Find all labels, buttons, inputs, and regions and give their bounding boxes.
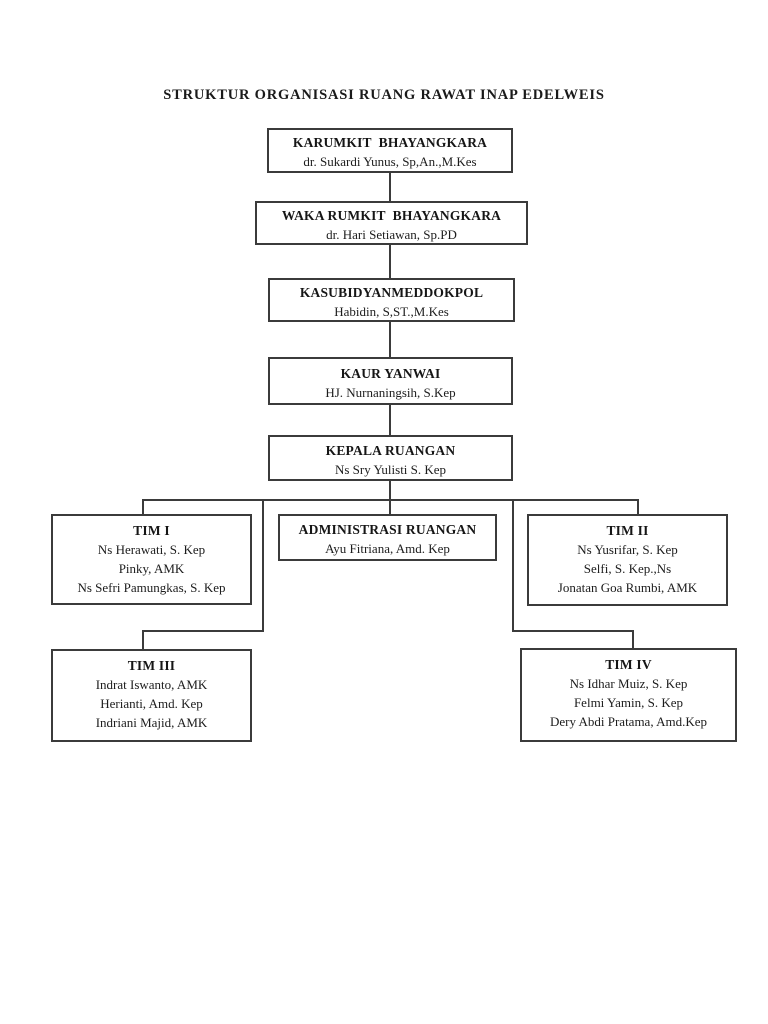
org-box-waka-rumkit: WAKA RUMKIT BHAYANGKARA dr. Hari Setiawa… (255, 201, 528, 245)
org-box-member: Indrat Iswanto, AMK (95, 677, 208, 692)
org-box-member: dr. Sukardi Yunus, Sp,An.,M.Kes (303, 154, 477, 169)
org-box-kaur-yanwai: KAUR YANWAI HJ. Nurnaningsih, S.Kep (268, 357, 513, 405)
org-box-member: Jonatan Goa Rumbi, AMK (557, 580, 698, 595)
page-title: STRUKTUR ORGANISASI RUANG RAWAT INAP EDE… (163, 87, 605, 103)
org-box-title: KAUR YANWAI (340, 366, 441, 381)
org-box-member: HJ. Nurnaningsih, S.Kep (325, 385, 456, 400)
org-box-member: Selfi, S. Kep.,Ns (583, 561, 672, 576)
org-box-member: Felmi Yamin, S. Kep (573, 695, 684, 710)
connector-kaur-kepala (389, 405, 391, 435)
org-box-title: ADMINISTRASI RUANGAN (298, 522, 477, 537)
org-box-administrasi-ruangan: ADMINISTRASI RUANGAN Ayu Fitriana, Amd. … (278, 514, 497, 561)
connector-karumkit-waka (389, 173, 391, 201)
connector-right-branch-horizontal (512, 630, 634, 632)
org-box-member: Dery Abdi Pratama, Amd.Kep (549, 714, 708, 729)
org-box-member: Pinky, AMK (118, 561, 185, 576)
org-box-title: TIM I (133, 523, 170, 538)
connector-waka-kasubid (389, 245, 391, 278)
org-box-kasubidyanmeddokpol: KASUBIDYANMEDDOKPOL Habidin, S,ST.,M.Kes (268, 278, 515, 322)
org-box-member: Ayu Fitriana, Amd. Kep (325, 541, 450, 556)
connector-kasubid-kaur (389, 322, 391, 357)
connector-right-branch-vertical (512, 499, 514, 632)
org-box-tim-2: TIM II Ns Yusrifar, S. Kep Selfi, S. Kep… (527, 514, 728, 606)
connector-drop-admin (389, 499, 391, 514)
org-box-title: TIM IV (605, 657, 652, 672)
org-box-member: Ns Sefri Pamungkas, S. Kep (77, 580, 226, 595)
connector-drop-tim4 (632, 630, 634, 648)
org-box-tim-3: TIM III Indrat Iswanto, AMK Herianti, Am… (51, 649, 252, 742)
org-box-title: KASUBIDYANMEDDOKPOL (299, 285, 484, 300)
org-box-member: Habidin, S,ST.,M.Kes (334, 304, 449, 319)
connector-kepala-stem (389, 481, 391, 501)
org-box-member: Herianti, Amd. Kep (100, 696, 203, 711)
org-box-member: Ns Sry Yulisti S. Kep (334, 462, 447, 477)
org-box-tim-1: TIM I Ns Herawati, S. Kep Pinky, AMK Ns … (51, 514, 252, 605)
org-box-kepala-ruangan: KEPALA RUANGAN Ns Sry Yulisti S. Kep (268, 435, 513, 481)
org-box-title: TIM II (606, 523, 649, 538)
org-box-member: Ns Herawati, S. Kep (97, 542, 206, 557)
org-box-member: Ns Yusrifar, S. Kep (577, 542, 678, 557)
connector-left-branch-vertical (262, 499, 264, 632)
connector-drop-tim3 (142, 630, 144, 649)
org-box-title: TIM III (127, 658, 176, 673)
org-box-tim-4: TIM IV Ns Idhar Muiz, S. Kep Felmi Yamin… (520, 648, 737, 742)
org-box-title: KARUMKIT BHAYANGKARA (292, 135, 488, 150)
org-box-title: KEPALA RUANGAN (325, 443, 456, 458)
connector-left-branch-horizontal (142, 630, 264, 632)
org-box-title: WAKA RUMKIT BHAYANGKARA (281, 208, 502, 223)
org-box-karumkit: KARUMKIT BHAYANGKARA dr. Sukardi Yunus, … (267, 128, 513, 173)
org-box-member: dr. Hari Setiawan, Sp.PD (326, 227, 457, 242)
org-box-member: Indriani Majid, AMK (95, 715, 208, 730)
connector-drop-tim1 (142, 499, 144, 514)
org-box-member: Ns Idhar Muiz, S. Kep (569, 676, 688, 691)
connector-drop-tim2 (637, 499, 639, 514)
